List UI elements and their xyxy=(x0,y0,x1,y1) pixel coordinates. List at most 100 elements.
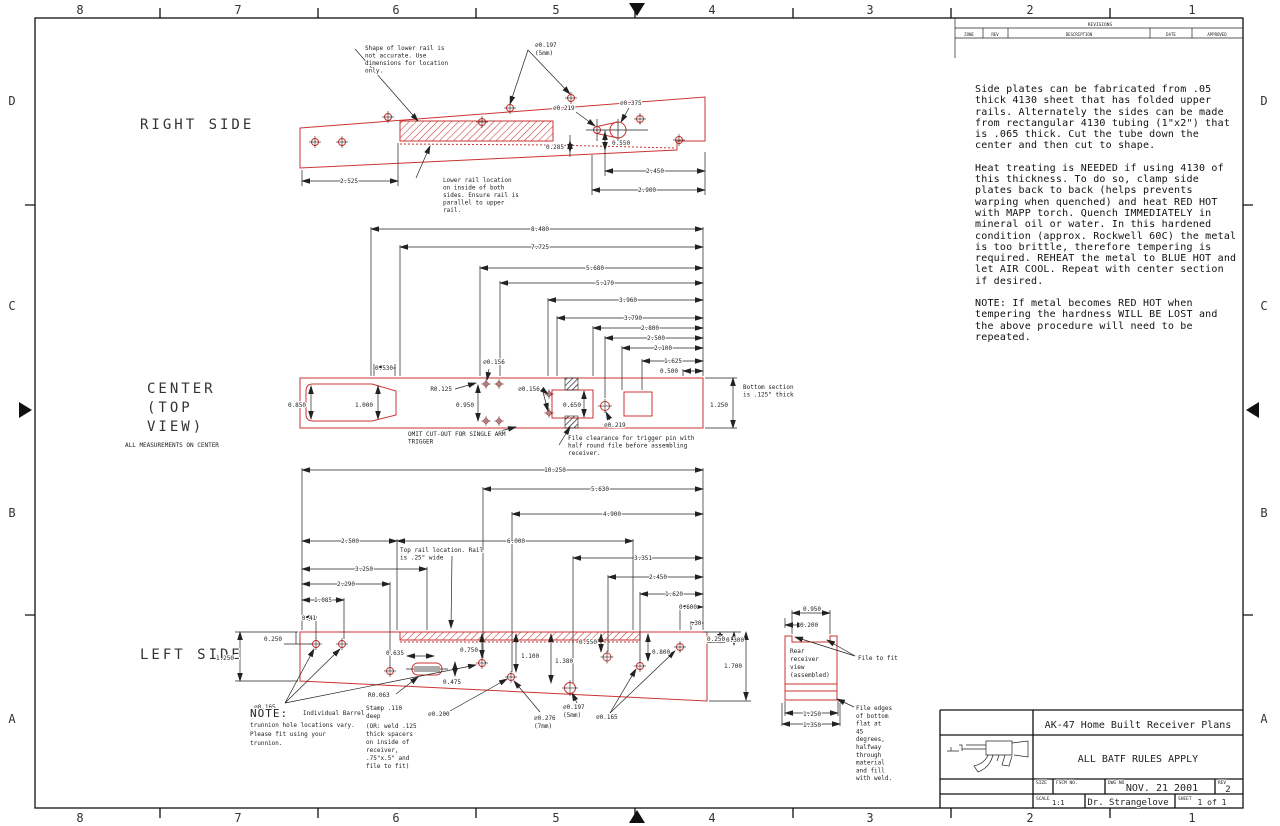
right_side-hole xyxy=(565,92,577,104)
ak47-icon xyxy=(947,740,1029,773)
note-trunnion: trunnion hole locations vary. xyxy=(250,722,355,729)
right_side-hole xyxy=(673,134,685,146)
zone-label: C xyxy=(1260,299,1267,313)
left_side_view-dim-label: 0.41 xyxy=(302,615,317,622)
right_side_view-dim-label: ∅0.219 xyxy=(553,105,575,112)
rear_view-dim-label: 1.250 xyxy=(803,711,821,718)
left_side_view-dim-label: 10.250 xyxy=(544,467,566,474)
left_side-hole xyxy=(562,680,578,696)
right_side_view-dim-label: ∅0.197(5mm) xyxy=(535,42,557,57)
scale-value: 1:1 xyxy=(1052,799,1065,807)
left-side-plate-outline xyxy=(299,631,708,702)
note-paragraph-warning: NOTE: If metal becomes RED HOT when temp… xyxy=(975,298,1218,343)
center_view-dim-label: ∅0.156 xyxy=(518,386,540,393)
center_view-dim-label: 3.790 xyxy=(624,315,642,322)
note-heading: NOTE: xyxy=(250,707,288,720)
center-hole xyxy=(598,399,612,413)
inner-border xyxy=(34,17,1244,809)
left_side-hole xyxy=(634,660,646,672)
left_side_view-dim-label: 1.380 xyxy=(555,658,573,665)
center_view-dim-label: 0.850 xyxy=(288,402,306,409)
right_side-hole xyxy=(336,136,348,148)
zone-label: C xyxy=(8,299,15,313)
section-hatch-bottom xyxy=(564,415,579,429)
zone-label: 4 xyxy=(708,3,715,17)
zone-label: 7 xyxy=(234,3,241,17)
zone-label: 7 xyxy=(234,811,241,825)
left_side_view-dim-label: 1.100 xyxy=(521,653,539,660)
left-side-title: LEFT SIDE xyxy=(140,647,243,663)
zone-label: 3 xyxy=(866,3,873,17)
left_side_view-dim-label: 0.800 xyxy=(652,649,670,656)
right_side_view-dim-label: 0.285 xyxy=(546,144,564,151)
zone-label: 8 xyxy=(76,3,83,17)
center-hole xyxy=(494,379,504,389)
zone-label: 5 xyxy=(552,3,559,17)
slot-detail-lines xyxy=(406,666,448,672)
lower-rail-hatch xyxy=(399,120,554,142)
rev-col-description: DESCRIPTION xyxy=(1066,32,1093,37)
right_side_view-dim-label: 2.450 xyxy=(646,168,664,175)
left_side_view-dim-label: 0.250 xyxy=(707,636,725,643)
center_view-dim-label: 8.480 xyxy=(531,226,549,233)
left_side_view-dim-label: 1.085 xyxy=(314,597,332,604)
rev-col-zone: ZONE xyxy=(964,32,974,37)
zone-label: B xyxy=(1260,506,1267,520)
holes-layer xyxy=(309,92,686,696)
left_side_view-dim-label: ∅0.197(5mm) xyxy=(563,704,585,719)
sheet-border xyxy=(19,3,1259,823)
right-side-title: RIGHT SIDE xyxy=(140,117,254,133)
left_side_view-dim-label: ∅0.165 xyxy=(596,714,618,721)
left_side_view-dim-label: 0.550 xyxy=(579,639,597,646)
left_side_view-dim-label: .30 xyxy=(691,620,702,627)
note-trunnion: trunnion. xyxy=(250,740,283,747)
rear_view-dim-label: 0.200 xyxy=(800,622,818,629)
batf-note: ALL BATF RULES APPLY xyxy=(1078,754,1198,765)
fabrication-notes: Side plates can be fabricated from .05 t… xyxy=(975,84,1239,354)
note-paragraph-heat-treating: Heat treating is NEEDED if using 4130 of… xyxy=(975,162,1237,287)
zone-label: 1 xyxy=(1188,3,1195,17)
left_side_view-dim-label: R0.063 xyxy=(368,692,390,699)
sheet-label: SHEET xyxy=(1178,796,1192,802)
note-paragraph-materials: Side plates can be fabricated from .05 t… xyxy=(975,84,1231,152)
trigger-cutout xyxy=(305,383,397,422)
top-rail-hatch xyxy=(399,631,641,641)
zone-label: 8 xyxy=(76,811,83,825)
zone-label: 2 xyxy=(1026,3,1033,17)
left_side_view-dim-label: 2.500 xyxy=(341,538,359,545)
center_view-dim-label: 7.725 xyxy=(531,244,549,251)
author-value: Dr. Strangelove xyxy=(1087,798,1168,808)
dwg-label: DWG NO. xyxy=(1108,780,1127,786)
left-side-view xyxy=(235,467,751,714)
center-title: CENTER xyxy=(147,381,216,397)
left_side_view-dim-label: 1.250 xyxy=(216,655,234,662)
left_side-hole xyxy=(505,671,517,683)
title-block xyxy=(939,709,1243,808)
revision-table xyxy=(954,18,1243,58)
left_side_view-dim-label: 0.250 xyxy=(264,636,282,643)
center-subtitle: ALL MEASUREMENTS ON CENTER xyxy=(125,442,219,449)
center_view-dim-label: 0.950 xyxy=(456,402,474,409)
center_view-dim-label: 1.625 xyxy=(664,358,682,365)
center_view-dim-label: 5.170 xyxy=(596,280,614,287)
right_side_view-dim-label: 2.900 xyxy=(638,187,656,194)
center_view-dim-label: R0.125 xyxy=(430,386,452,393)
center_view-dim-label: 1.000 xyxy=(355,402,373,409)
note-trunnion: Please fit using your xyxy=(250,731,326,738)
zone-label: 4 xyxy=(708,811,715,825)
rear_view-dim-label: 1.350 xyxy=(803,722,821,729)
right_side-hole xyxy=(476,116,488,128)
center_view-dim-label: 0.530 xyxy=(375,365,393,372)
center_view-dim-label: 2.500 xyxy=(647,335,665,342)
right_side_view-dim-label: ∅0.375 xyxy=(620,100,642,107)
left_side-hole xyxy=(310,638,322,650)
center-hole xyxy=(481,379,491,389)
